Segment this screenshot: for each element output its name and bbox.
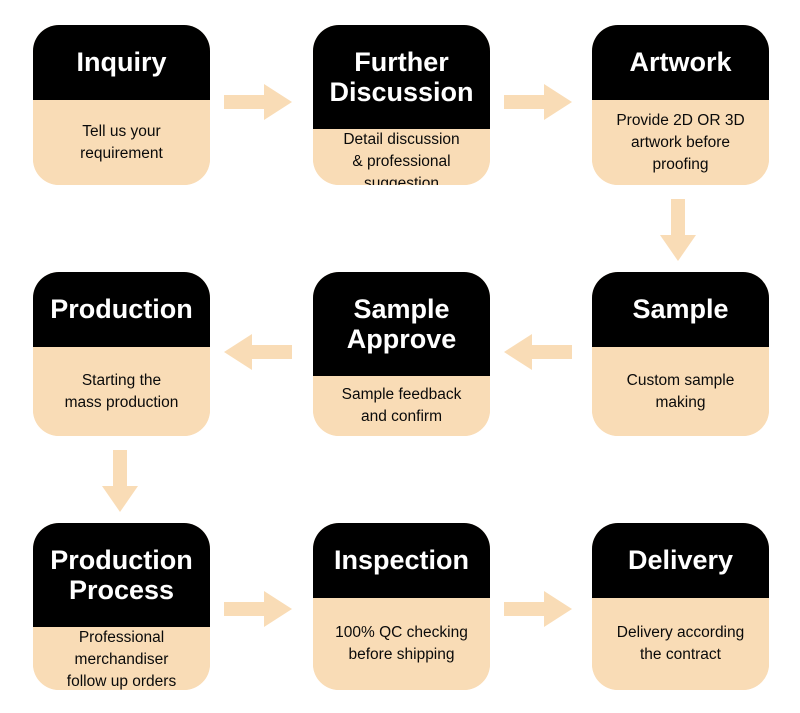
flow-node-title: Artwork bbox=[592, 25, 769, 100]
flow-node-artwork[interactable]: Artwork Provide 2D OR 3D artwork before … bbox=[592, 25, 769, 185]
flow-node-title: Production Process bbox=[33, 523, 210, 627]
arrow-left-icon bbox=[224, 334, 292, 370]
arrow-right-icon bbox=[504, 591, 572, 627]
flow-node-description: Professional merchandiser follow up orde… bbox=[33, 627, 210, 690]
flow-node-further-discussion[interactable]: Further Discussion Detail discussion & p… bbox=[313, 25, 490, 185]
flow-node-sample-approve[interactable]: Sample Approve Sample feedback and confi… bbox=[313, 272, 490, 436]
flow-node-description: Detail discussion & professional suggest… bbox=[313, 129, 490, 185]
flow-node-description: Starting the mass production bbox=[33, 347, 210, 436]
flow-node-description: Delivery according the contract bbox=[592, 598, 769, 690]
flow-node-delivery[interactable]: Delivery Delivery according the contract bbox=[592, 523, 769, 690]
flow-node-sample[interactable]: Sample Custom sample making bbox=[592, 272, 769, 436]
arrow-down-icon bbox=[102, 450, 138, 512]
flow-node-description: Provide 2D OR 3D artwork before proofing bbox=[592, 100, 769, 185]
flow-node-title: Inspection bbox=[313, 523, 490, 598]
flow-node-title: Production bbox=[33, 272, 210, 347]
arrow-left-icon bbox=[504, 334, 572, 370]
flow-node-description: Tell us your requirement bbox=[33, 100, 210, 185]
flow-node-production-process[interactable]: Production Process Professional merchand… bbox=[33, 523, 210, 690]
flow-node-inquiry[interactable]: Inquiry Tell us your requirement bbox=[33, 25, 210, 185]
flow-node-description: Custom sample making bbox=[592, 347, 769, 436]
flow-node-inspection[interactable]: Inspection 100% QC checking before shipp… bbox=[313, 523, 490, 690]
flow-node-production[interactable]: Production Starting the mass production bbox=[33, 272, 210, 436]
flow-node-title: Further Discussion bbox=[313, 25, 490, 129]
arrow-right-icon bbox=[504, 84, 572, 120]
arrow-right-icon bbox=[224, 84, 292, 120]
flow-node-title: Inquiry bbox=[33, 25, 210, 100]
flow-node-title: Delivery bbox=[592, 523, 769, 598]
flow-node-title: Sample bbox=[592, 272, 769, 347]
arrow-right-icon bbox=[224, 591, 292, 627]
flow-node-description: 100% QC checking before shipping bbox=[313, 598, 490, 690]
arrow-down-icon bbox=[660, 199, 696, 261]
flow-node-title: Sample Approve bbox=[313, 272, 490, 376]
flow-node-description: Sample feedback and confirm bbox=[313, 376, 490, 436]
